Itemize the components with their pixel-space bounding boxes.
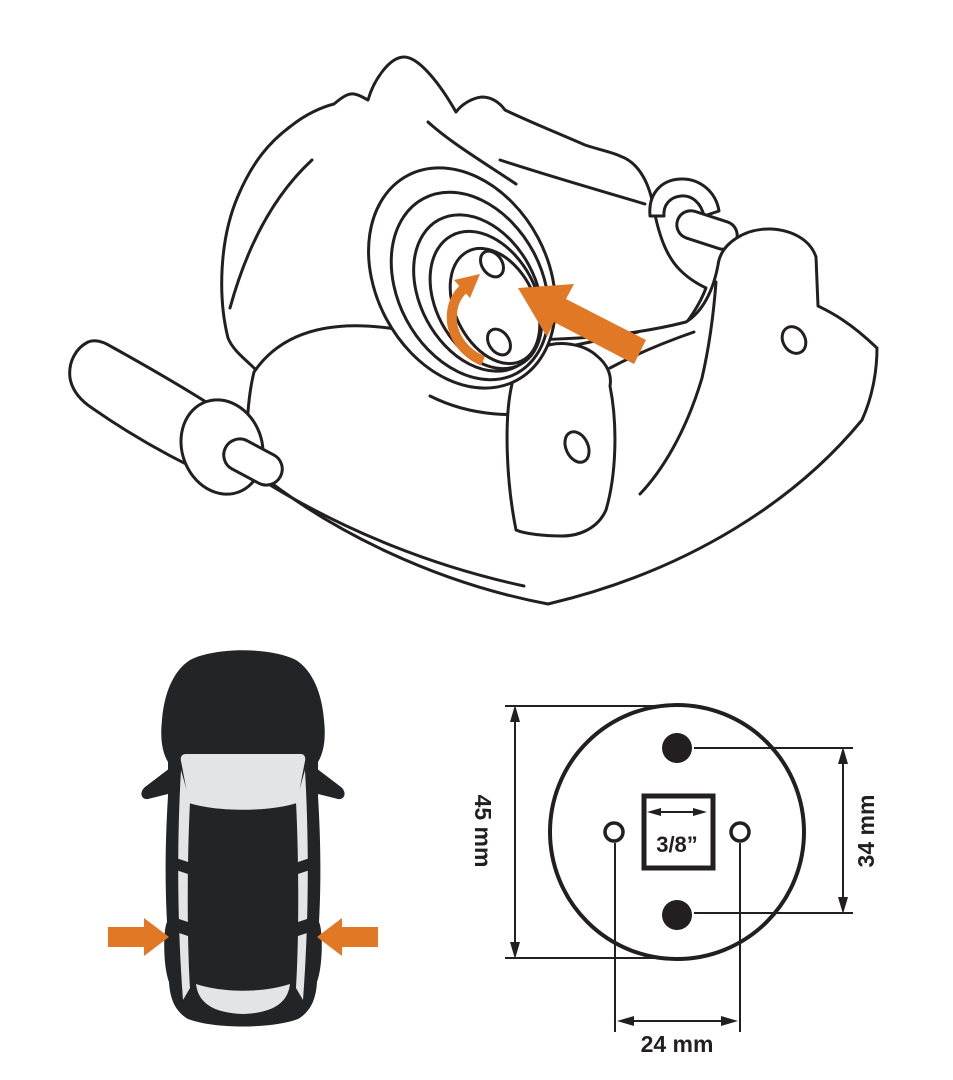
rotate-counterclockwise-arrow-icon bbox=[446, 274, 486, 366]
bracket-arch-line bbox=[638, 280, 718, 496]
drive-square bbox=[641, 793, 716, 871]
press-piston-arrow-icon bbox=[518, 284, 646, 364]
left-side-windows bbox=[178, 770, 190, 1000]
horizontal-spacing-dimension: 24 mm bbox=[614, 843, 741, 1057]
car-top-view bbox=[108, 650, 378, 1027]
right-mirror bbox=[314, 768, 345, 800]
pin-bottom bbox=[662, 900, 692, 930]
right-side-windows bbox=[296, 770, 308, 1000]
ear-hole bbox=[780, 325, 808, 355]
drive-size-label: 3/8” bbox=[656, 832, 698, 857]
left-mirror bbox=[141, 768, 172, 800]
caliper-illustration bbox=[68, 55, 879, 606]
right-b-pillar bbox=[292, 858, 310, 876]
left-c-pillar bbox=[176, 918, 194, 938]
diameter-dimension: 45 mm bbox=[470, 705, 682, 959]
diameter-label: 45 mm bbox=[470, 795, 496, 868]
plate-thickness-line bbox=[260, 478, 526, 588]
windshield bbox=[180, 754, 306, 810]
compress-left-arrow-icon bbox=[108, 918, 169, 956]
body-left-contour-line bbox=[228, 158, 314, 310]
slide-pin-bolt bbox=[222, 437, 284, 487]
left-b-pillar bbox=[176, 858, 194, 876]
hole-left bbox=[603, 821, 625, 843]
drive-size-dimension: 3/8” bbox=[647, 808, 707, 857]
spring-ear-loop bbox=[648, 177, 721, 218]
vertical-spacing-label: 34 mm bbox=[853, 795, 879, 868]
rear-window bbox=[196, 984, 290, 1014]
adapter-dimension-diagram: 3/8” 45 mm 34 mm 24 mm bbox=[470, 703, 879, 1057]
right-c-pillar bbox=[292, 918, 310, 938]
vertical-spacing-dimension: 34 mm bbox=[694, 747, 879, 914]
pin-top bbox=[662, 733, 692, 763]
compress-right-arrow-icon bbox=[317, 918, 378, 956]
hole-right bbox=[729, 821, 751, 843]
pad-edge-line bbox=[608, 330, 696, 370]
arm-band-line bbox=[498, 158, 647, 206]
piston-tool-hole-bottom bbox=[486, 327, 512, 357]
piston-tool-hole-top bbox=[479, 249, 505, 279]
car-silhouette bbox=[161, 650, 325, 1027]
body-ridge-line bbox=[426, 120, 518, 186]
finger-hole bbox=[563, 430, 591, 464]
horizontal-spacing-label: 24 mm bbox=[641, 1031, 714, 1057]
